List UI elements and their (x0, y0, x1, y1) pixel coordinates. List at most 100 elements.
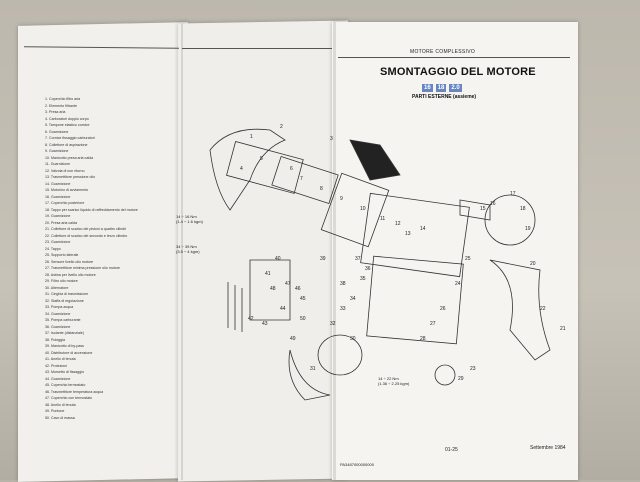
callout-number: 8 (320, 186, 323, 192)
callout-number: 43 (262, 321, 268, 327)
air-filter-cover (209, 128, 286, 211)
callout-number: 31 (310, 366, 316, 372)
legend-item: 39. Manicotto di by-pass (45, 344, 84, 348)
exhaust-manifold (320, 172, 390, 248)
callout-number: 26 (440, 306, 446, 312)
engine-block (366, 255, 464, 345)
exhaust-pipe (489, 259, 551, 361)
callout-number: 7 (300, 176, 303, 182)
callout-number: 36 (365, 266, 371, 272)
callout-number: 14 (420, 226, 426, 232)
callout-number: 38 (340, 281, 346, 287)
torque-note-1: 14 ÷ 16 Nm(1.4 ÷ 1.6 kgm) (176, 214, 203, 224)
callout-number: 21 (560, 326, 566, 332)
callout-number: 47 (285, 281, 291, 287)
callout-number: 23 (470, 366, 476, 372)
callout-number: 35 (360, 276, 366, 282)
callout-number: 6 (290, 166, 293, 172)
callout-number: 11 (380, 216, 385, 222)
legend-item: 4. Carburatori doppio corpo (45, 116, 89, 121)
legend-item: 2. Elemento filtrante (45, 103, 77, 108)
callout-number: 9 (340, 196, 343, 202)
callout-number: 13 (405, 231, 411, 237)
callout-number: 16 (490, 201, 496, 207)
legend-item: 13. Trasmettitore pressione olio (45, 175, 96, 179)
callout-number: 41 (265, 271, 271, 277)
legend-item: 20. Presa aria calda (45, 220, 77, 225)
page-number: 01-25 (445, 447, 458, 453)
torque-note-3: 14 ÷ 22 Nm(1.36 ÷ 2.25 kgm) (378, 376, 410, 386)
callout-number: 24 (455, 281, 461, 287)
legend-item: 17. Coperchio posteriore (45, 201, 85, 205)
starter-motor (459, 199, 491, 221)
legend-item: 6. Guarnizione (45, 129, 69, 134)
page-title: SMONTAGGIO DEL MOTORE (380, 66, 536, 78)
document-code: PA3487000000000 (340, 462, 374, 467)
callout-number: 33 (340, 306, 346, 312)
callout-number: 37 (355, 256, 361, 262)
callout-number: 49 (290, 336, 296, 342)
flywheel-cover (484, 194, 536, 246)
legend-item: 49. Puntone (45, 409, 65, 413)
legend-item: 35. Pompa carburante (45, 318, 81, 322)
legend-item: 27. Trasmettitore minima pressione olio … (45, 266, 120, 270)
legend-item: 45. Coperchio termostato (45, 383, 86, 387)
engine-exploded-diagram: 1234567891011121314151617181920212223242… (209, 124, 566, 401)
callout-number: 27 (430, 321, 436, 327)
page-fold (181, 22, 183, 480)
badge-18: 18 (435, 84, 447, 92)
legend-item: 30. Alternatore (45, 285, 69, 290)
legend-item: 47. Coperchio con termostato (45, 396, 93, 400)
legend-item: 11. Guarnizione (45, 162, 71, 166)
legend-item: 38. Puleggia (45, 337, 65, 342)
section-label: MOTORE COMPLESSIVO (410, 49, 476, 55)
callout-number: 3 (330, 136, 333, 142)
legend-item: 44. Guarnizione (45, 376, 71, 381)
callout-number: 2 (280, 124, 283, 130)
callout-number: 42 (248, 316, 254, 322)
alternator (317, 334, 363, 376)
legend-item: 14. Guarnizione (45, 181, 71, 186)
legend-item: 42. Protezioni (45, 363, 67, 368)
callout-number: 5 (260, 156, 263, 162)
legend-item: 18. Tappo per scarico liquido di raffred… (45, 207, 138, 212)
legend-item: 19. Guarnizione (45, 214, 71, 218)
header-rule-mid (182, 48, 332, 49)
legend-item: 12. Valvola di non ritorno (45, 168, 85, 173)
oil-filter (434, 364, 456, 386)
callout-number: 19 (525, 226, 531, 232)
legend-item: 7. Cornice fissaggio carburatori (45, 136, 95, 140)
badge-16: 16 (422, 84, 433, 92)
callout-number: 34 (350, 296, 356, 302)
legend-item: 34. Guarnizione (45, 311, 71, 316)
page-subtitle: PARTI ESTERNE (assieme) (412, 94, 477, 100)
legend-item: 16. Guarnizione (45, 194, 71, 199)
carburetor-assembly (226, 141, 304, 194)
legend-item: 21. Collettore di scarico dei pistoni a … (45, 227, 127, 231)
legend-item: 43. Morsetto di fissaggio (45, 370, 84, 374)
callout-number: 20 (530, 261, 536, 267)
legend-item: 9. Guarnizione (45, 149, 69, 153)
intake-manifold (271, 155, 339, 205)
legend-item: 32. Staffa di regolazione (45, 298, 84, 303)
callout-number: 15 (480, 206, 486, 212)
callout-number: 12 (395, 221, 401, 227)
callout-number: 4 (240, 166, 243, 172)
legend-item: 26. Sensore livello olio motore (45, 259, 94, 264)
drive-belt (288, 349, 331, 401)
callout-number: 25 (465, 256, 471, 262)
page-fold-right (333, 22, 336, 480)
callout-number: 10 (360, 206, 366, 212)
callout-number: 50 (300, 316, 306, 322)
callout-number: 44 (280, 306, 286, 312)
legend-item: 8. Collettore di aspirazione (45, 142, 88, 147)
legend-item: 48. Anello di tenuta (45, 402, 76, 407)
ignition-leads (227, 282, 243, 332)
legend-item: 28. Astina per livello olio motore (45, 272, 96, 277)
header-rule-right (338, 57, 570, 58)
callout-number: 30 (350, 336, 356, 342)
callout-number: 46 (295, 286, 301, 292)
legend-item: 3. Presa aria (45, 110, 66, 114)
legend-item: 15. Motorino di avviamento (45, 188, 89, 192)
